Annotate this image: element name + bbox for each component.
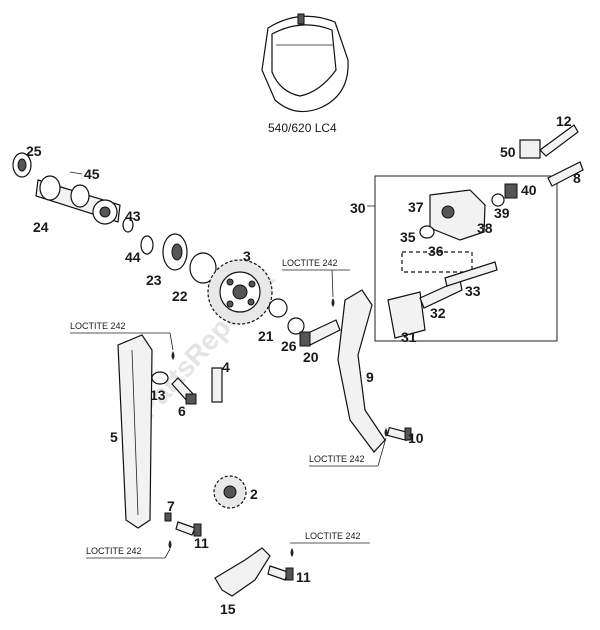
callout-3: 3 xyxy=(243,248,251,264)
callout-13: 13 xyxy=(150,387,166,403)
callout-4: 4 xyxy=(222,359,230,375)
callout-39: 39 xyxy=(494,205,510,221)
tensioner-group-box xyxy=(374,175,558,342)
camshaft-sprocket-3 xyxy=(207,259,273,325)
bolt-10 xyxy=(386,426,412,442)
callout-37: 37 xyxy=(408,199,424,215)
washer-39 xyxy=(491,193,505,207)
callout-20: 20 xyxy=(303,349,319,365)
chain-guide-15 xyxy=(214,547,271,597)
callout-32: 32 xyxy=(430,305,446,321)
loctite-drop-5 xyxy=(290,548,294,557)
bolt-12 xyxy=(539,124,579,157)
callout-6: 6 xyxy=(178,403,186,419)
loctite-drop-4 xyxy=(168,540,172,549)
callout-45: 45 xyxy=(84,166,100,182)
callout-36: 36 xyxy=(428,243,444,259)
cylinder-head-image xyxy=(261,13,349,113)
callout-25: 25 xyxy=(26,143,42,159)
lock-washer-26 xyxy=(287,317,305,335)
loctite-label-4: LOCTITE 242 xyxy=(86,546,142,556)
callout-30: 30 xyxy=(350,200,366,216)
bearing-23 xyxy=(162,233,188,271)
callout-9: 9 xyxy=(366,369,374,385)
ring-35 xyxy=(419,225,435,239)
loctite-label-3: LOCTITE 242 xyxy=(309,454,365,464)
loctite-drop-2 xyxy=(171,351,175,360)
bolt-32 xyxy=(419,279,463,309)
gasket-31 xyxy=(387,291,426,339)
bolt-11b xyxy=(267,565,294,581)
callout-40: 40 xyxy=(521,182,537,198)
bolt-6 xyxy=(171,377,197,405)
bolt-20 xyxy=(299,319,341,347)
callout-11a: 11 xyxy=(194,535,209,551)
circlip-44 xyxy=(140,235,154,255)
spring-7 xyxy=(164,512,172,522)
bracket-50 xyxy=(519,139,541,159)
callout-24: 24 xyxy=(33,219,49,235)
callout-8: 8 xyxy=(573,170,581,186)
callout-2: 2 xyxy=(250,486,258,502)
callout-23: 23 xyxy=(146,272,162,288)
spring-33 xyxy=(444,261,498,287)
callout-31: 31 xyxy=(401,329,417,345)
callout-7: 7 xyxy=(167,498,175,514)
callout-43: 43 xyxy=(125,208,141,224)
callout-44: 44 xyxy=(125,249,141,265)
callout-22: 22 xyxy=(172,288,188,304)
callout-35: 35 xyxy=(400,229,416,245)
callout-21: 21 xyxy=(258,328,274,344)
dashed-guide xyxy=(401,251,473,273)
loctite-label-1: LOCTITE 242 xyxy=(282,258,338,268)
chain-guide-4 xyxy=(211,367,223,403)
callout-11b: 11 xyxy=(296,569,311,585)
callout-33: 33 xyxy=(465,283,481,299)
loctite-label-5: LOCTITE 242 xyxy=(305,531,361,541)
circlip-22 xyxy=(189,252,217,284)
loctite-label-2: LOCTITE 242 xyxy=(70,321,126,331)
camshaft xyxy=(12,152,134,233)
model-caption: 540/620 LC4 xyxy=(268,121,337,135)
bolt-8 xyxy=(547,161,584,187)
loctite-drop-3 xyxy=(384,428,388,437)
washer-13 xyxy=(151,371,169,385)
bolt-11a xyxy=(175,521,202,537)
callout-12: 12 xyxy=(556,113,572,129)
callout-10: 10 xyxy=(408,430,424,446)
callout-5: 5 xyxy=(110,429,118,445)
loctite-drop-1 xyxy=(331,298,335,307)
tensioner-rail-9 xyxy=(337,289,386,453)
crank-sprocket-2 xyxy=(213,475,247,509)
plug-40 xyxy=(504,183,518,199)
callout-26: 26 xyxy=(281,338,297,354)
washer-21 xyxy=(268,298,288,318)
callout-38: 38 xyxy=(477,220,493,236)
callout-15: 15 xyxy=(220,601,236,617)
callout-50: 50 xyxy=(500,144,516,160)
